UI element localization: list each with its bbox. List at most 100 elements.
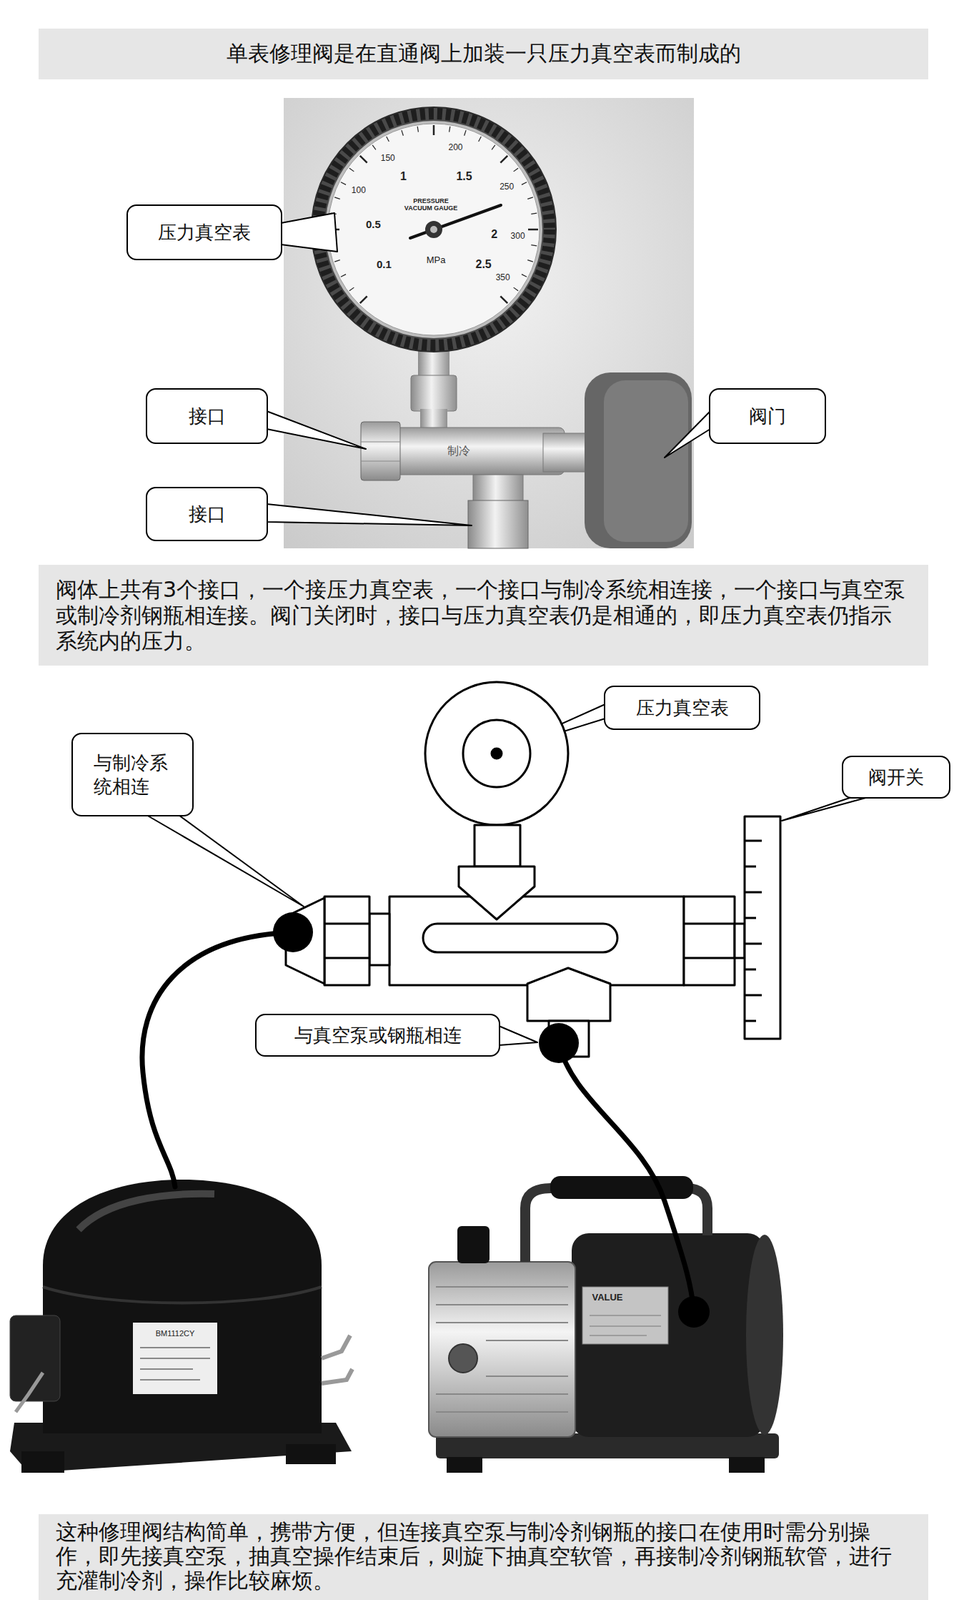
node-text: 压力真空表 <box>635 696 729 720</box>
part-label: PRESSURE VACUUM GAUGE <box>403 197 459 213</box>
valve-photo <box>360 460 401 462</box>
valve-schematic <box>474 824 521 867</box>
caption-text: 这种修理阀结构简单，携带方便，但连接真空泵与制冷剂钢瓶的接口在使用时需分别操作，… <box>55 1518 892 1593</box>
valve-photo <box>283 97 694 549</box>
vacuum-pump-illustration <box>457 1225 490 1263</box>
valve-schematic <box>369 913 390 965</box>
valve-photo <box>468 500 529 549</box>
node-text: 与制冷系统相连 <box>93 751 173 798</box>
part-label: 100 <box>351 186 366 196</box>
part-label: MPa <box>426 255 446 266</box>
vacuum-pump-illustration <box>435 1321 569 1323</box>
vacuum-pump-illustration <box>448 1343 478 1373</box>
vacuum-pump-illustration <box>435 1392 569 1395</box>
gauge-tick <box>527 197 534 199</box>
hose <box>142 931 293 1187</box>
info-band: 阀体上共有3个接口，一个接压力真空表，一个接口与制冷系统相连接，一个接口与真空泵… <box>38 564 929 666</box>
callout-tail <box>146 814 304 907</box>
compressor-illustration <box>285 1443 336 1464</box>
callout-tail <box>498 1025 538 1045</box>
valve-schematic <box>324 896 370 985</box>
caption-band: 这种修理阀结构简单，携带方便，但连接真空泵与制冷剂钢瓶的接口在使用时需分别操作，… <box>38 1513 929 1600</box>
part-label: 250 <box>499 182 514 192</box>
part-label: 1 <box>400 170 407 184</box>
compressor-illustration <box>21 1450 65 1473</box>
part-label: 300 <box>510 232 526 242</box>
valve-photo <box>543 433 586 472</box>
gauge-tick <box>334 260 341 262</box>
valve-schematic <box>744 816 781 1039</box>
node-text: 与真空泵或钢瓶相连 <box>294 1023 462 1047</box>
part-label: 制冷 <box>447 444 471 458</box>
gauge-tick <box>372 145 376 150</box>
gauge-tick <box>417 126 419 133</box>
valve-photo <box>584 372 692 549</box>
gauge-tick <box>349 287 354 291</box>
callout-box: 阀开关 <box>841 755 951 799</box>
callout-tail <box>266 503 472 526</box>
valve-photo <box>473 474 524 504</box>
valve-schematic <box>458 866 535 919</box>
part-label: 2 <box>490 228 498 242</box>
hose-end-dot <box>272 911 313 952</box>
valve-photo <box>603 380 689 542</box>
gauge-tick <box>433 125 436 136</box>
vacuum-pump-illustration <box>485 1374 569 1377</box>
node-text: 阀开关 <box>868 765 924 789</box>
callout-box: 与制冷系统相连 <box>71 732 194 817</box>
gauge-tick <box>527 260 534 262</box>
gauge-tick <box>491 145 496 150</box>
callout-tail <box>280 212 338 252</box>
gauge-tick <box>329 125 539 303</box>
gauge-tick <box>521 182 527 186</box>
valve-schematic <box>744 865 757 868</box>
node-text: 阀门 <box>748 404 787 429</box>
compressor-illustration <box>42 1286 322 1303</box>
gauge-tick <box>530 212 537 214</box>
gauge-tick <box>386 136 390 142</box>
valve-schematic <box>324 922 370 925</box>
gauge-tick <box>500 295 508 303</box>
callout-box: 压力真空表 <box>603 685 761 730</box>
node-text: 阀体上共有3个接口，一个接压力真空表，一个接口与制冷系统相连接，一个接口与真空泵… <box>55 576 912 654</box>
compressor-illustration <box>140 1367 193 1370</box>
valve-schematic <box>527 967 611 1021</box>
valve-schematic <box>683 956 735 959</box>
vacuum-pump-illustration <box>746 1234 784 1435</box>
hose <box>558 1042 694 1312</box>
valve-photo <box>430 225 438 233</box>
valve-photo <box>317 113 550 346</box>
gauge-tick <box>340 274 346 278</box>
valve-schematic <box>744 916 757 919</box>
valve-schematic <box>744 942 762 945</box>
valve-photo <box>311 107 556 352</box>
compressor-illustration <box>140 1378 201 1380</box>
vacuum-pump-illustration <box>571 1232 765 1437</box>
callout-box: 接口 <box>145 388 268 444</box>
valve-photo <box>283 97 694 549</box>
part-label: BM1112CY <box>155 1328 196 1338</box>
valve-schematic <box>734 923 745 958</box>
compressor-illustration <box>10 1314 61 1401</box>
callout-box: 阀门 <box>708 388 827 444</box>
valve-schematic <box>744 839 762 842</box>
gauge-tick <box>528 228 539 231</box>
valve-photo <box>410 375 457 411</box>
valve-photo <box>360 441 401 443</box>
gauge-tick <box>500 155 508 163</box>
valve-schematic <box>389 896 684 985</box>
vacuum-pump-illustration <box>550 1175 694 1199</box>
valve-photo <box>360 421 401 481</box>
valve-schematic <box>744 891 762 894</box>
valve-schematic <box>491 748 502 759</box>
node-text: 接口 <box>188 404 226 429</box>
vacuum-pump-illustration <box>428 1261 576 1437</box>
compressor-illustration <box>15 1372 43 1412</box>
compressor-illustration <box>140 1357 211 1359</box>
part-label: 0.1 <box>376 258 392 271</box>
part-label: 1.5 <box>455 170 472 184</box>
gauge-tick <box>349 167 354 172</box>
compressor-illustration <box>321 1368 353 1383</box>
vacuum-pump-illustration <box>435 1285 569 1288</box>
part-label: 2.5 <box>475 257 492 271</box>
